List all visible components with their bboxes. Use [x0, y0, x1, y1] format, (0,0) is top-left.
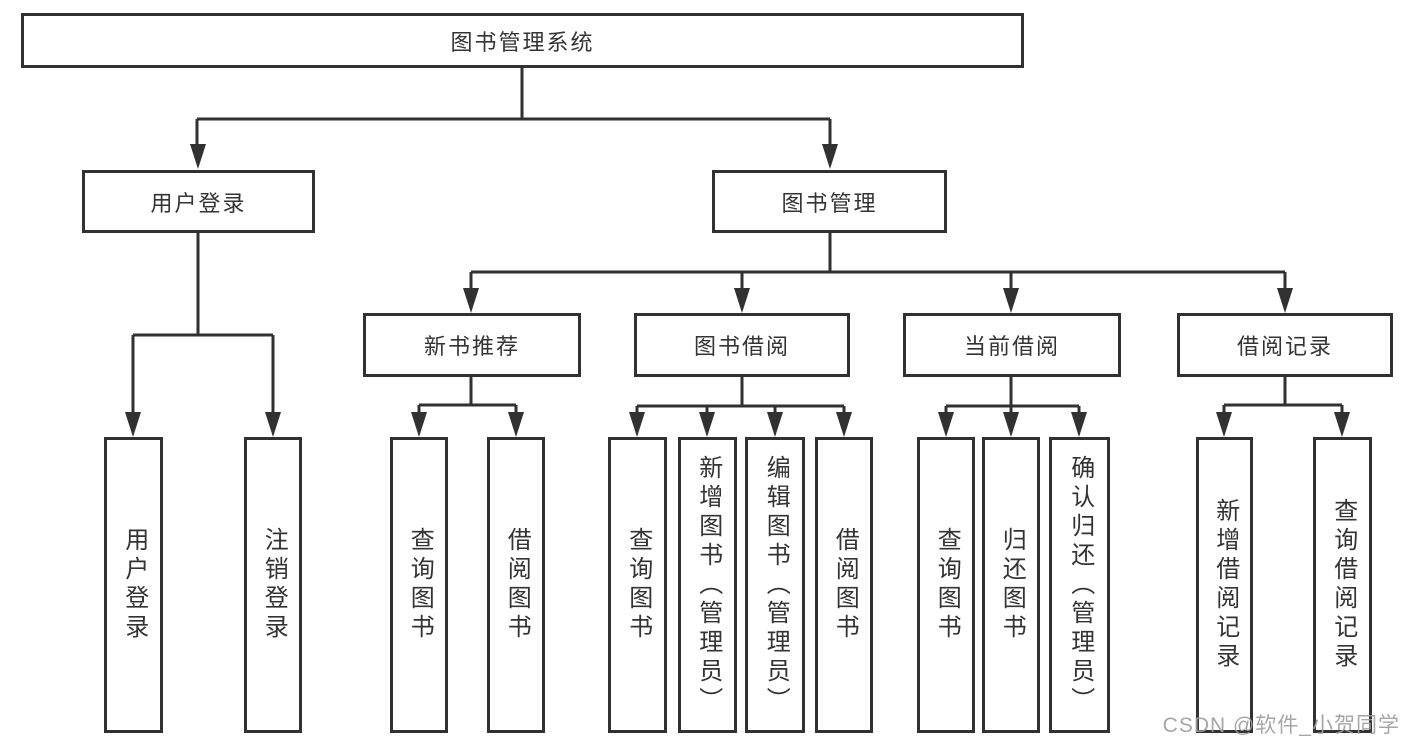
- node-borrow-records: 借阅记录: [1177, 313, 1393, 377]
- node-label: 图书借阅: [693, 334, 790, 359]
- leaf-user-login: 用户登录: [104, 437, 163, 733]
- leaf-borrow-borrow-books: 借阅图书: [815, 437, 873, 733]
- node-root-book-management-system: 图书管理系统: [21, 13, 1024, 68]
- node-label: 图书管理: [781, 190, 878, 216]
- leaf-label: 新增图书（管理员）: [694, 454, 722, 716]
- leaf-logout: 注销登录: [244, 437, 302, 733]
- leaf-recommend-borrow-books: 借阅图书: [487, 437, 545, 733]
- leaf-label: 注销登录: [260, 527, 288, 643]
- node-new-book-recommend: 新书推荐: [363, 313, 581, 377]
- leaf-records-add-borrow-record: 新增借阅记录: [1196, 437, 1253, 733]
- leaf-label: 查询图书: [406, 527, 434, 643]
- leaf-current-query-books: 查询图书: [917, 437, 975, 733]
- leaf-label: 确认归还（管理员）: [1066, 454, 1094, 716]
- leaf-label: 查询借阅记录: [1329, 498, 1357, 672]
- node-label: 图书管理系统: [450, 29, 595, 55]
- leaf-borrow-edit-books-admin: 编辑图书（管理员）: [745, 437, 805, 733]
- leaf-recommend-query-books: 查询图书: [390, 437, 448, 733]
- node-label: 当前借阅: [963, 334, 1060, 359]
- node-current-borrow: 当前借阅: [903, 313, 1121, 377]
- leaf-records-query-borrow-record: 查询借阅记录: [1313, 437, 1372, 733]
- node-label: 新书推荐: [423, 334, 520, 359]
- node-label: 用户登录: [150, 190, 247, 216]
- csdn-watermark: CSDN @软件_小贺同学: [1162, 714, 1400, 737]
- leaf-label: 归还图书: [998, 527, 1026, 643]
- leaf-label: 新增借阅记录: [1211, 498, 1239, 672]
- leaf-current-return-books: 归还图书: [982, 437, 1040, 733]
- leaf-label: 编辑图书（管理员）: [762, 454, 790, 716]
- node-label: 借阅记录: [1236, 334, 1333, 359]
- leaf-label: 查询图书: [624, 527, 652, 643]
- leaf-borrow-query-books: 查询图书: [608, 437, 667, 733]
- node-user-login: 用户登录: [82, 170, 315, 233]
- arrowheads: [125, 144, 1350, 437]
- node-book-management: 图书管理: [712, 170, 947, 233]
- node-book-borrow: 图书借阅: [634, 313, 850, 377]
- leaf-label: 用户登录: [120, 527, 148, 643]
- leaf-borrow-add-books-admin: 新增图书（管理员）: [678, 437, 737, 733]
- leaf-label: 借阅图书: [831, 527, 859, 643]
- leaf-label: 查询图书: [933, 527, 961, 643]
- leaf-label: 借阅图书: [503, 527, 531, 643]
- leaf-current-confirm-return-admin: 确认归还（管理员）: [1049, 437, 1110, 733]
